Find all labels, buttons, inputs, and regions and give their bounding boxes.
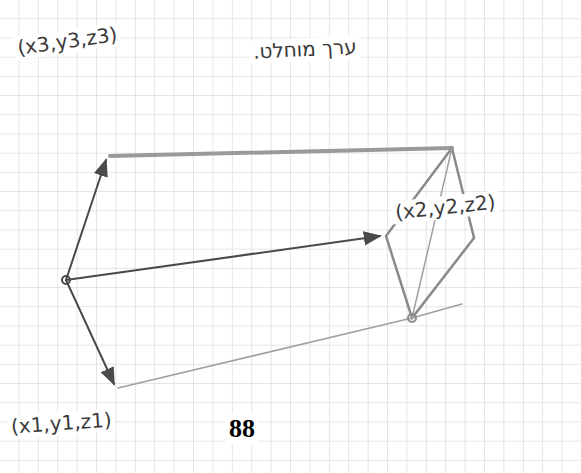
vectors <box>66 160 380 384</box>
vector-2 <box>66 236 380 280</box>
corner-point <box>408 314 416 322</box>
box-edges <box>110 148 474 388</box>
origin-point <box>62 276 70 284</box>
point-label: (x1,y1,z1) <box>7 408 115 438</box>
top-edge <box>110 148 452 156</box>
point-label: (x3,y3,z3) <box>13 23 122 61</box>
page-number: 88 <box>226 414 258 444</box>
face-diagonal <box>412 148 452 318</box>
end-face <box>386 148 474 318</box>
point-label: (x2,y2,z2) <box>391 190 499 224</box>
bottom-edge <box>118 304 462 388</box>
note-text: ערך מוחלט. <box>249 35 360 64</box>
vector-3 <box>66 160 106 280</box>
vector-1 <box>66 280 114 384</box>
